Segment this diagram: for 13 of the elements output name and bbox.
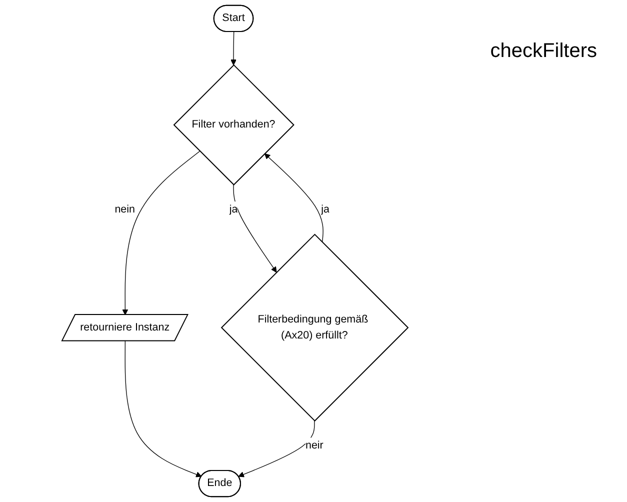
edge-label: ja bbox=[229, 204, 238, 215]
edge-label: ja bbox=[321, 204, 330, 215]
arrow bbox=[233, 184, 277, 273]
edge-label: neir bbox=[305, 440, 324, 452]
arrow bbox=[122, 150, 200, 316]
arrow bbox=[124, 340, 202, 478]
diagram-title: checkFilters bbox=[490, 40, 597, 63]
arrow bbox=[238, 420, 315, 478]
arrow bbox=[264, 153, 324, 243]
node-diamond: Filterbedingung gemäß (Ax20) erfüllt? bbox=[220, 234, 409, 422]
edge-label: nein bbox=[114, 204, 135, 215]
node-diamond: Filter vorhanden? bbox=[173, 64, 294, 186]
arrow bbox=[230, 32, 236, 66]
